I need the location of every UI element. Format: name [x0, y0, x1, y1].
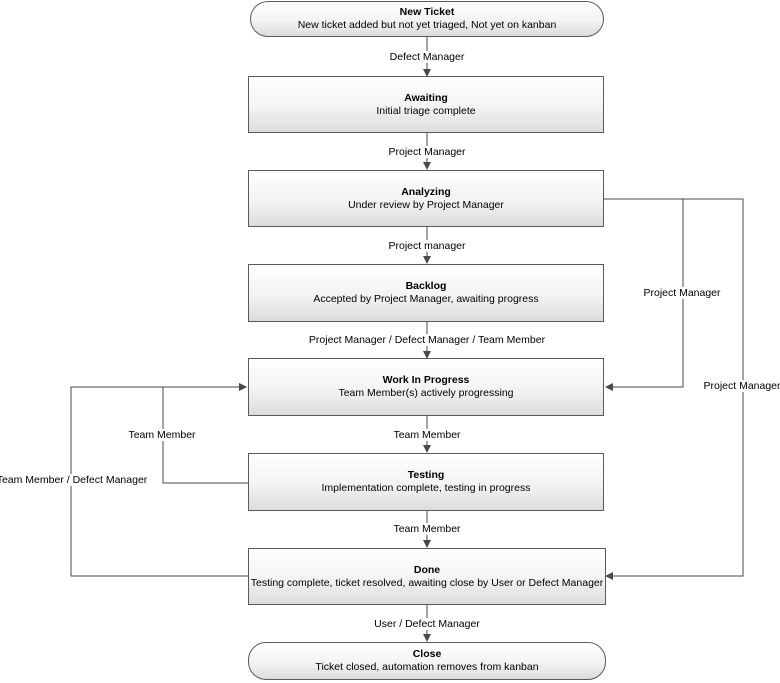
state-description: Under review by Project Manager	[348, 198, 504, 211]
edge-label-wip-to-testing: Team Member	[392, 429, 462, 441]
state-title: Analyzing	[401, 185, 451, 198]
state-title: New Ticket	[399, 6, 455, 18]
edge-label-analyzing-to-wip: Project Manager	[642, 287, 722, 299]
state-description: Team Member(s) actively progressing	[338, 387, 514, 399]
state-backlog: Backlog Accepted by Project Manager, awa…	[248, 264, 604, 322]
edge-label-testing-to-done: Team Member	[392, 523, 462, 535]
state-analyzing: Analyzing Under review by Project Manage…	[248, 170, 604, 227]
state-description: Accepted by Project Manager, awaiting pr…	[313, 293, 539, 305]
state-description: New ticket added but not yet triaged, No…	[297, 19, 557, 31]
state-description: Implementation complete, testing in prog…	[321, 482, 531, 494]
edge-label-analyzing-to-backlog: Project manager	[387, 240, 467, 252]
state-description: Ticket closed, automation removes from k…	[315, 661, 539, 673]
edge-label-awaiting-to-analyzing: Project Manager	[387, 146, 467, 158]
state-title: Done	[413, 563, 441, 576]
state-work-in-progress: Work In Progress Team Member(s) actively…	[248, 358, 604, 416]
edge-label-done-to-close: User / Defect Manager	[373, 618, 481, 630]
state-new-ticket: New Ticket New ticket added but not yet …	[250, 1, 604, 37]
edge-label-done-to-wip: Team Member / Defect Manager	[0, 474, 149, 486]
state-title: Work In Progress	[382, 374, 470, 386]
state-title: Backlog	[405, 280, 447, 292]
state-description: Initial triage complete	[376, 104, 476, 117]
state-done: Done Testing complete, ticket resolved, …	[248, 548, 606, 605]
edge-label-analyzing-to-done: Project Manager	[702, 380, 780, 392]
edge-label-testing-to-wip: Team Member	[127, 429, 197, 441]
state-close: Close Ticket closed, automation removes …	[248, 642, 606, 680]
state-awaiting: Awaiting Initial triage complete	[248, 76, 604, 133]
state-testing: Testing Implementation complete, testing…	[248, 453, 604, 511]
edge-label-backlog-to-wip: Project Manager / Defect Manager / Team …	[307, 334, 547, 346]
state-title: Awaiting	[404, 91, 448, 104]
edge-label-new-to-awaiting: Defect Manager	[388, 51, 466, 63]
state-title: Close	[412, 648, 442, 660]
state-title: Testing	[407, 469, 445, 481]
state-description: Testing complete, ticket resolved, await…	[250, 576, 604, 589]
